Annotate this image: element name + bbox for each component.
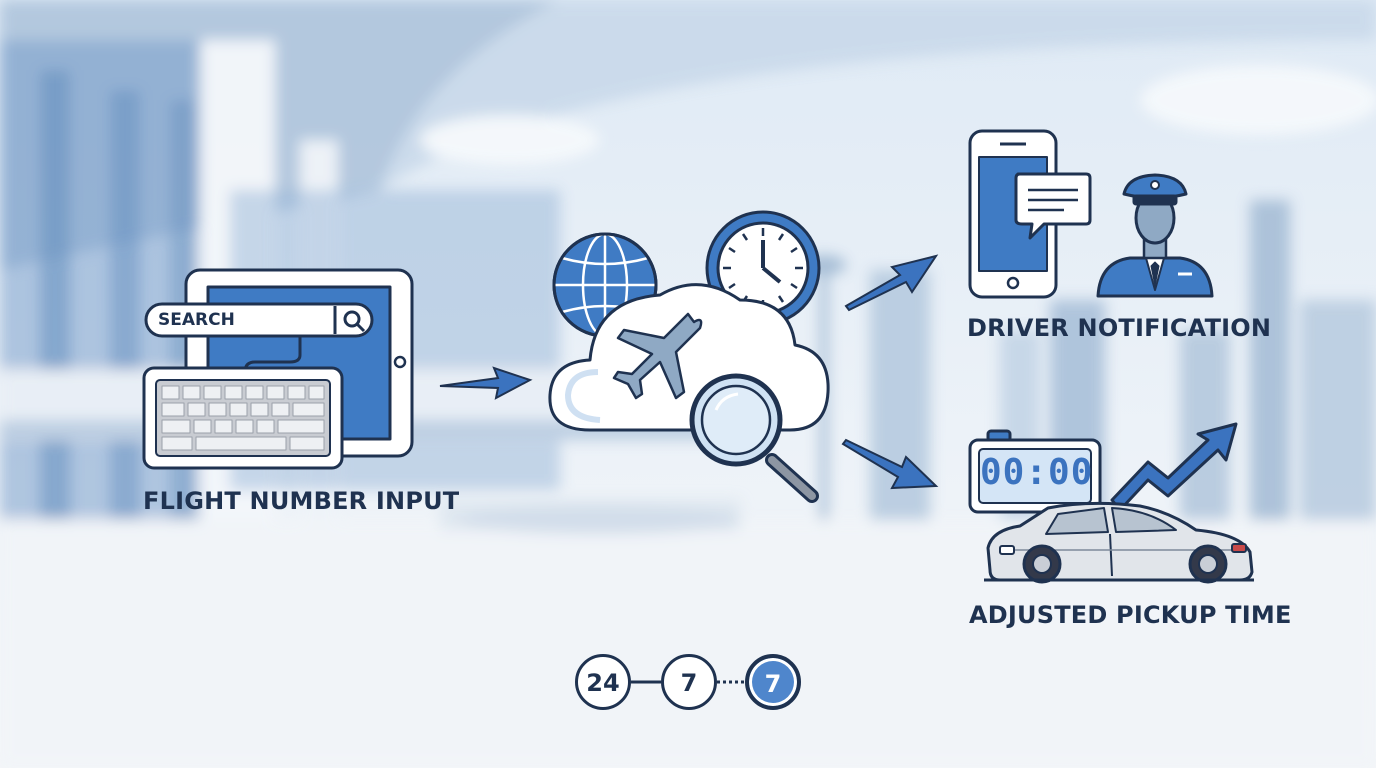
magnifier-icon bbox=[689, 373, 819, 503]
cloud-service bbox=[548, 210, 830, 503]
car-icon bbox=[984, 501, 1254, 584]
flow-arrows bbox=[439, 254, 939, 490]
keyboard-icon bbox=[142, 366, 344, 470]
availability-badge-7a: 7 bbox=[661, 654, 717, 710]
pickup-time-group bbox=[968, 422, 1254, 584]
digital-clock-readout: 00:00 bbox=[980, 452, 1094, 493]
search-bar bbox=[144, 302, 374, 338]
search-icon bbox=[343, 310, 361, 328]
digital-clock-icon bbox=[968, 429, 1102, 514]
flight-input-device bbox=[142, 268, 414, 470]
chauffeur-icon bbox=[1096, 173, 1214, 298]
driver-notification-group bbox=[968, 129, 1214, 299]
flight-number-input-label: FLIGHT NUMBER INPUT bbox=[143, 487, 460, 515]
chat-bubble-icon bbox=[1014, 172, 1092, 240]
search-field-text: SEARCH bbox=[158, 310, 235, 330]
arrow-cloud-to-driver bbox=[844, 254, 939, 312]
availability-badge-24: 24 bbox=[575, 654, 631, 710]
availability-badge-7b: 7 bbox=[745, 654, 801, 710]
driver-notification-label: DRIVER NOTIFICATION bbox=[967, 314, 1272, 342]
adjusted-pickup-time-label: ADJUSTED PICKUP TIME bbox=[969, 601, 1292, 629]
arrow-cloud-to-pickup bbox=[841, 438, 939, 490]
arrow-input-to-cloud bbox=[439, 366, 533, 400]
trend-arrow-icon bbox=[1110, 422, 1238, 512]
airplane-icon bbox=[612, 312, 703, 400]
